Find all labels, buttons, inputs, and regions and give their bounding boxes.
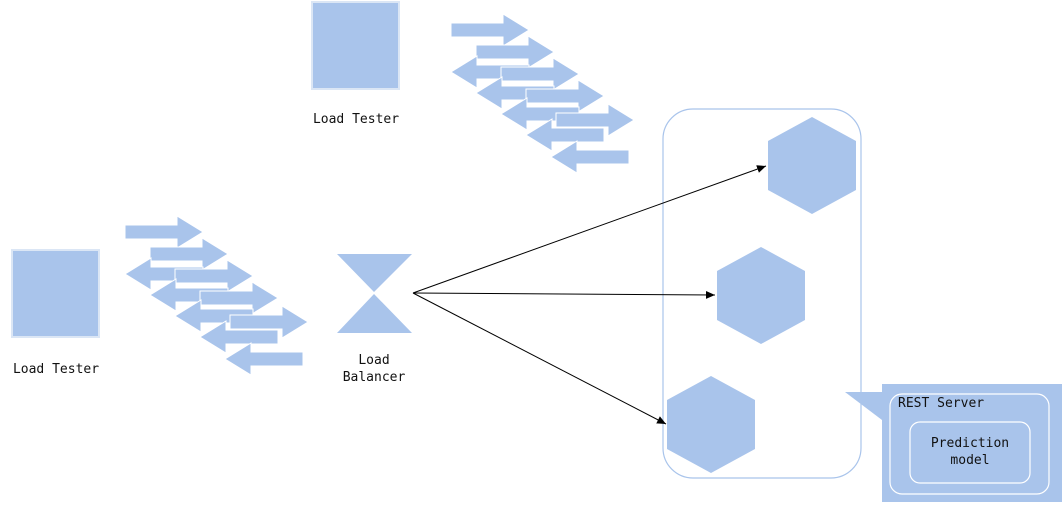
load-balancer-label: Load Balancer (342, 353, 406, 385)
response-arrow (550, 140, 630, 174)
rest-server-callout (845, 384, 1062, 502)
load-tester-top-box (311, 1, 400, 90)
server-hexagon-2 (717, 247, 805, 344)
server-hexagon-3 (667, 376, 755, 473)
response-arrow (224, 342, 304, 376)
server-hexagon-1 (768, 117, 856, 214)
response-arrow (199, 320, 279, 354)
request-arrow (525, 79, 605, 113)
request-arrow (475, 35, 555, 69)
server-cluster (662, 108, 862, 479)
request-arrows-left (124, 215, 309, 376)
request-arrow (149, 237, 229, 271)
request-arrow (124, 215, 204, 249)
request-arrow (450, 13, 530, 47)
request-arrow (199, 281, 279, 315)
load-tester-top-label: Load Tester (312, 112, 400, 127)
edge-balancer-server-2 (412, 290, 716, 299)
request-arrow (229, 305, 309, 339)
load-tester-left-label: Load Tester (12, 362, 100, 377)
request-arrow (500, 57, 580, 91)
load-balancer-icon (337, 254, 412, 333)
request-arrow (555, 103, 635, 137)
load-tester-left-box (11, 249, 100, 338)
rest-server-title: REST Server (898, 396, 985, 411)
edge-balancer-server-1 (412, 165, 767, 294)
response-arrow (525, 118, 605, 152)
edge-balancer-server-3 (412, 292, 667, 425)
prediction-model-label: Prediction model (930, 436, 1010, 468)
request-arrows-top (450, 13, 635, 174)
request-arrow (174, 259, 254, 293)
